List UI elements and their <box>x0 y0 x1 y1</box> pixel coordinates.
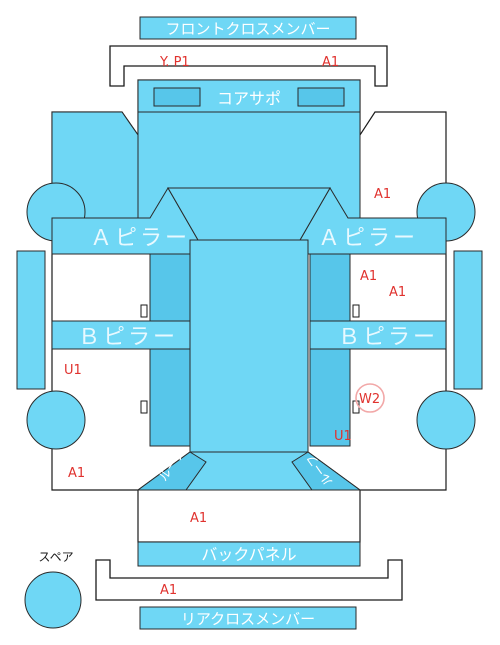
code-rear-fender-right: U1 <box>334 429 352 444</box>
rear-right-wheel <box>416 390 476 450</box>
core-support-label: コアサポ <box>217 89 281 108</box>
right-inner-pillar <box>309 253 351 447</box>
code-front-door-right-1: A1 <box>360 269 377 284</box>
back-panel-label: バックパネル <box>201 545 296 564</box>
b-pillar-right-panel <box>309 320 447 350</box>
rear-left-wheel <box>26 390 86 450</box>
right-side-sill <box>453 250 483 390</box>
core-support-right-slot <box>297 87 345 107</box>
rear-roof-left-panel <box>136 451 207 491</box>
b-pillar-right-label: Ｂピラー <box>338 325 438 350</box>
damage-circle-marker <box>355 383 385 413</box>
roof-panel <box>189 239 309 453</box>
door-notch-front-right <box>352 304 360 318</box>
code-front-fender-right: A1 <box>374 187 391 202</box>
door-notch-front-left <box>140 304 148 318</box>
rear-cross-member-bracket <box>95 559 403 601</box>
rear-cross-member-panel <box>139 606 357 630</box>
code-rear-door-left: U1 <box>64 363 82 378</box>
front-cross-member-label: フロントクロスメンバー <box>165 20 330 38</box>
core-support-left-slot <box>153 87 201 107</box>
code-front-cross-left: Y. P1 <box>159 55 190 70</box>
back-panel <box>137 541 361 567</box>
front-cross-member-panel <box>139 16 357 40</box>
code-rear-fender-left: A1 <box>68 466 85 481</box>
left-inner-pillar <box>149 253 191 447</box>
spare-tire <box>24 571 82 629</box>
rear-cross-member-label: リアクロスメンバー <box>181 610 315 628</box>
spare-label: スペア <box>38 550 73 564</box>
left-side-sill <box>16 250 46 390</box>
code-rear-door-right-circled: W2 <box>359 392 380 407</box>
a-pillar-left-label: Ａピラー <box>90 226 190 251</box>
front-cross-member-bracket <box>109 45 388 87</box>
door-notch-rear-left <box>140 400 148 414</box>
b-pillar-left-label: Ｂピラー <box>78 325 178 350</box>
code-trunk: A1 <box>190 511 207 526</box>
code-front-cross-right: A1 <box>322 55 339 70</box>
a-pillar-right-label: Ａピラー <box>318 226 418 251</box>
code-front-door-right-2: A1 <box>389 285 406 300</box>
code-rear-cross: A1 <box>160 583 177 598</box>
rear-roof-right-panel <box>291 451 362 491</box>
b-pillar-left-panel <box>51 320 191 350</box>
